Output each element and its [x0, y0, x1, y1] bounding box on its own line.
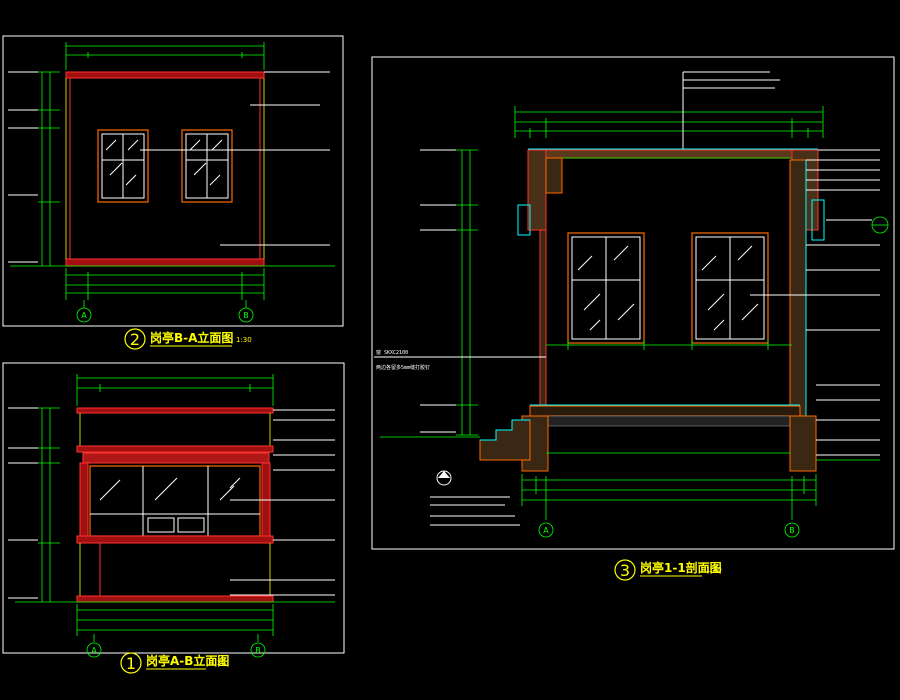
window-left [97, 129, 149, 203]
view-number-circle [120, 652, 142, 674]
axis-bubble-right [250, 642, 266, 658]
section-window-left [567, 232, 645, 344]
view-title: 岗亭1-1剖面图 [640, 560, 722, 575]
panel-border [2, 362, 345, 654]
section-note-gap: 两边各留多5mm缝打胶钉 [376, 364, 430, 371]
axis-label-right: B [243, 311, 249, 320]
axis-bubble-left [76, 307, 92, 323]
view-title: 岗亭B-A立面图 [150, 330, 233, 345]
axis-bubble-right [238, 307, 254, 323]
view-number: 1 [126, 654, 136, 673]
roof-section [517, 148, 825, 241]
axis-label-right: B [789, 526, 795, 535]
panel-elevation-a-b: A B 1 岗亭A-B立面图 1:30 [2, 362, 345, 674]
panel-border [371, 56, 895, 550]
window-right [181, 129, 233, 203]
view-scale: 1:30 [706, 566, 722, 574]
axis-label-left: A [81, 311, 87, 320]
section-window-right [691, 232, 769, 344]
roof-slab [65, 71, 265, 79]
axis-label-left: A [91, 646, 97, 655]
floor-section [479, 404, 817, 472]
window-band [79, 462, 271, 544]
view-number-circle [614, 559, 636, 581]
axis-label-right: B [255, 646, 261, 655]
axis-bubble-left [538, 522, 554, 538]
wall-left [539, 229, 547, 411]
panel-border [2, 35, 344, 327]
view-scale: 1:30 [210, 659, 226, 667]
base-slab [65, 258, 265, 267]
axis-bubble-left [86, 642, 102, 658]
axis-bubble-right [784, 522, 800, 538]
view-number: 2 [130, 330, 140, 349]
view-title: 岗亭A-B立面图 [146, 653, 229, 668]
view-scale: 1:30 [236, 336, 252, 344]
panel-elevation-b-a: A B 2 岗亭B-A立面图 1:30 [2, 35, 344, 350]
axis-label-left: A [543, 526, 549, 535]
section-note-window: 窗 SKXC2100 [376, 349, 408, 356]
view-number: 3 [620, 561, 630, 580]
panel-section-1-1: 窗 SKXC2100 两边各留多5mm缝打胶钉 [371, 56, 895, 581]
view-number-circle [124, 328, 146, 350]
